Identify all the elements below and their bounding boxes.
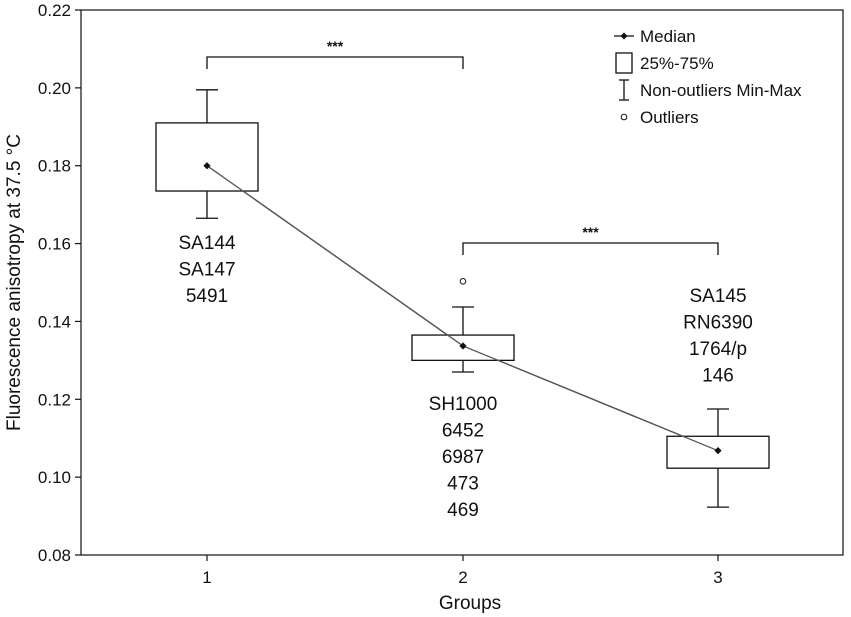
- group-3-label: SA145: [689, 286, 746, 307]
- group-2-label: 6987: [442, 447, 484, 468]
- y-tick-label: 0.16: [38, 235, 71, 254]
- legend-label: Non-outliers Min-Max: [640, 81, 802, 100]
- group-3-label: 1764/p: [689, 339, 747, 360]
- outlier-point: [459, 278, 467, 285]
- group-3-label: 146: [702, 366, 734, 387]
- median-marker: [203, 162, 211, 170]
- group-1-label: 5491: [186, 286, 228, 307]
- plot-frame: [80, 9, 844, 556]
- legend-box-swatch: [615, 52, 633, 74]
- legend-outlier-swatch: [620, 113, 628, 121]
- significance-label: ***: [327, 38, 344, 54]
- y-tick-label: 0.20: [38, 79, 71, 98]
- median-marker: [459, 342, 467, 350]
- group-2-label: SH1000: [429, 394, 498, 415]
- box-group-3: [666, 408, 770, 508]
- legend-label: Outliers: [640, 108, 699, 127]
- x-tick-label: 2: [458, 568, 467, 587]
- y-tick-label: 0.12: [38, 390, 71, 409]
- legend-label: 25%-75%: [640, 54, 714, 73]
- y-tick-label: 0.14: [38, 312, 71, 331]
- median-marker: [714, 447, 722, 455]
- group-2-label: 469: [447, 500, 479, 521]
- y-tick-label: 0.22: [38, 1, 71, 20]
- group-1-label: SA144: [178, 233, 235, 254]
- y-axis-title: Fluorescence anisotropy at 37.5 °C: [4, 134, 25, 431]
- group-2-label: 473: [447, 474, 479, 495]
- box-group-1: [155, 89, 259, 219]
- legend-label: Median: [640, 27, 696, 46]
- x-axis-title: Groups: [439, 593, 501, 614]
- group-1-label: SA147: [178, 260, 235, 281]
- y-tick-label: 0.08: [38, 546, 71, 565]
- x-tick-label: 3: [713, 568, 722, 587]
- significance-label: ***: [582, 224, 599, 240]
- group-2-label: 6452: [442, 421, 484, 442]
- y-tick-label: 0.10: [38, 468, 71, 487]
- legend: Median 25%-75% Non-outliers Min-MaxOutlier…: [614, 27, 802, 127]
- y-tick-label: 0.18: [38, 157, 71, 176]
- significance-bracket: [206, 56, 464, 69]
- x-tick-label: 1: [202, 568, 211, 587]
- box-group-2: [411, 278, 515, 373]
- group-3-label: RN6390: [683, 313, 753, 334]
- significance-bracket: [462, 242, 719, 255]
- legend-median-marker: [620, 32, 628, 40]
- iqr-box: [155, 122, 259, 192]
